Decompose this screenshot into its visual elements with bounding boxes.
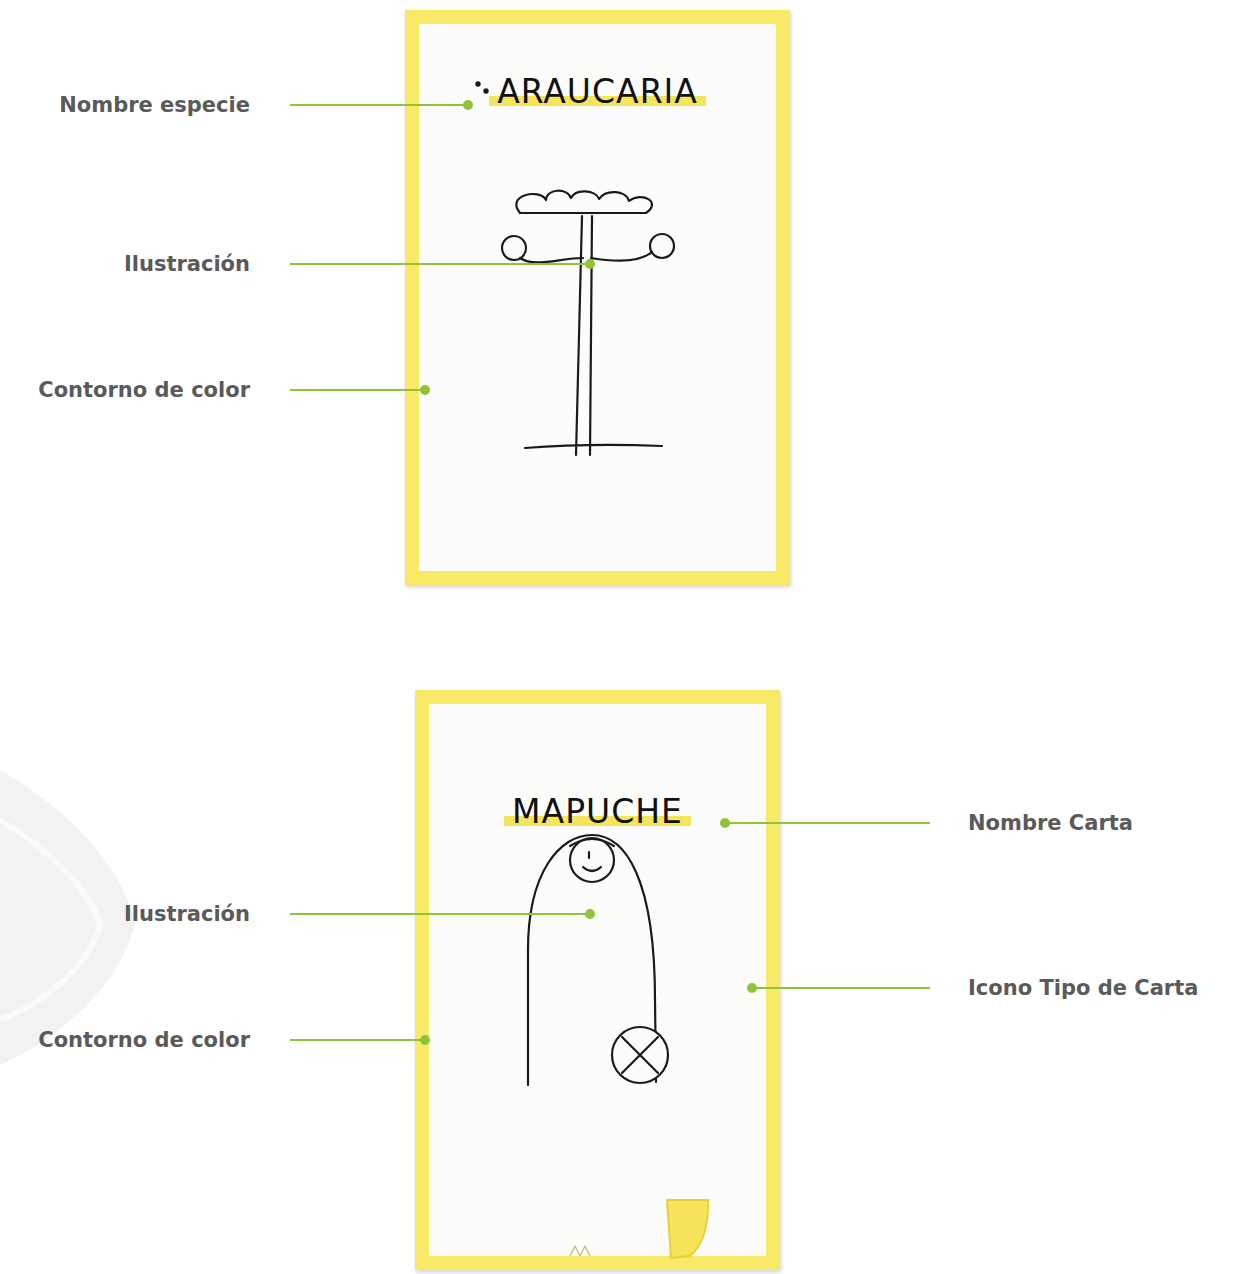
watermark-vein	[0, 820, 100, 1020]
callout-label: Nombre especie	[0, 92, 250, 118]
game-card: MAPUCHE	[415, 690, 780, 1270]
card-name: MAPUCHE	[504, 792, 691, 831]
callout-label: Ilustración	[0, 901, 250, 927]
game-card: ARAUCARIA	[405, 10, 790, 585]
leader-line	[290, 1039, 425, 1041]
card-name: ARAUCARIA	[489, 72, 706, 111]
callout-label: Contorno de color	[0, 1027, 250, 1053]
callout-label: Ilustración	[0, 251, 250, 277]
callout-label: Nombre Carta	[968, 810, 1133, 836]
callout-label: Contorno de color	[0, 377, 250, 403]
callout-label: Icono Tipo de Carta	[968, 975, 1198, 1001]
watermark-leaf	[0, 770, 135, 1065]
